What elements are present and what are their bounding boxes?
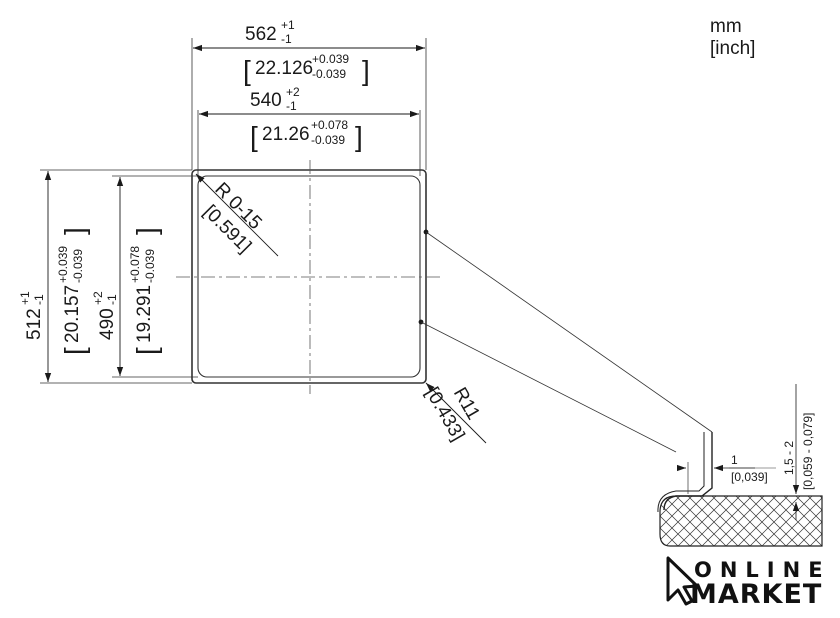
- inner-width-tol-lower: -1: [286, 99, 297, 113]
- outer-height-value-group: 512 +1 -1: [18, 291, 46, 340]
- bracket-open: [: [131, 347, 162, 355]
- outer-width-tol-upper: +1: [281, 18, 295, 32]
- bracket-close: ]: [59, 227, 90, 235]
- detail-leader-line: [420, 321, 677, 453]
- thickness-inch: [0,059 - 0,079]: [801, 413, 815, 490]
- inner-width-inch-upper: +0.078: [311, 118, 348, 132]
- outer-width-tol-lower: -1: [281, 32, 292, 46]
- outer-radius-leader: [425, 382, 487, 444]
- sink-rim-profile: [663, 432, 713, 511]
- unit-mm-label: mm: [710, 16, 742, 37]
- outer-width-inch-upper: +0.039: [312, 52, 349, 66]
- outer-width-value: 562: [245, 24, 277, 45]
- inner-height-tol-upper: +2: [91, 291, 105, 305]
- cursor-icon: [666, 556, 699, 606]
- bracket-open: [: [59, 347, 90, 355]
- outer-height-inch-lower: -0.039: [71, 249, 85, 283]
- gap-value: 1: [731, 453, 738, 467]
- inner-width-inch-value: 21.26: [262, 124, 310, 145]
- inner-radius-label-group: R 0-15 [0.591]: [199, 179, 265, 258]
- inner-radius-leader: [195, 173, 279, 257]
- thickness-label-group: 1,5 - 2: [782, 441, 796, 475]
- inner-height-inch-upper: +0.078: [128, 246, 142, 283]
- outer-width-inch-value: 22.126: [255, 58, 313, 79]
- outer-height-tol-lower: -1: [32, 294, 46, 305]
- logo-line1: ONLINE: [694, 558, 831, 582]
- outer-height-tol-upper: +1: [18, 291, 32, 305]
- thickness-value: 1,5 - 2: [782, 441, 796, 475]
- inner-height-value-group: 490 +2 -1: [91, 291, 119, 340]
- inner-width-tol-upper: +2: [286, 85, 300, 99]
- sink-rim-profile-inner: [657, 432, 705, 513]
- outer-height-inch-value: 20.157: [62, 285, 83, 343]
- inner-height-inch-group: [ 19.291 +0.078 -0.039 ]: [128, 227, 162, 355]
- outer-height-value: 512: [24, 308, 45, 340]
- inner-height-inch-value: 19.291: [134, 285, 155, 343]
- unit-inch-label: [inch]: [710, 38, 755, 59]
- inner-width-value: 540: [250, 90, 282, 111]
- inner-height-value: 490: [97, 308, 118, 340]
- inner-height-tol-lower: -1: [105, 294, 119, 305]
- countertop-section: [659, 495, 823, 547]
- section-detail: 1 [0,039] 1,5 - 2 [0,059 - 0,079]: [657, 384, 823, 547]
- gap-inch: [0,039]: [731, 470, 768, 484]
- bracket-open: [: [243, 55, 251, 86]
- bracket-close: ]: [131, 227, 162, 235]
- detail-leader-line: [425, 231, 713, 433]
- outer-width-inch-lower: -0.039: [312, 67, 346, 81]
- bracket-close: ]: [355, 121, 363, 152]
- logo-line2: MARKET: [690, 579, 822, 610]
- thickness-inch-group: [0,059 - 0,079]: [801, 413, 815, 490]
- outer-radius-label-group: R11 [0.433]: [421, 384, 484, 445]
- sink-outer-outline: [191, 169, 427, 384]
- inner-width-inch-lower: -0.039: [311, 133, 345, 147]
- outer-height-inch-upper: +0.039: [56, 246, 70, 283]
- bracket-open: [: [250, 121, 258, 152]
- sink-inner-outline: [197, 175, 421, 378]
- bracket-close: ]: [362, 55, 370, 86]
- inner-height-inch-lower: -0.039: [143, 249, 157, 283]
- onlinemarket-logo: ONLINE MARKET: [666, 556, 831, 610]
- outer-height-inch-group: [ 20.157 +0.039 -0.039 ]: [56, 227, 90, 355]
